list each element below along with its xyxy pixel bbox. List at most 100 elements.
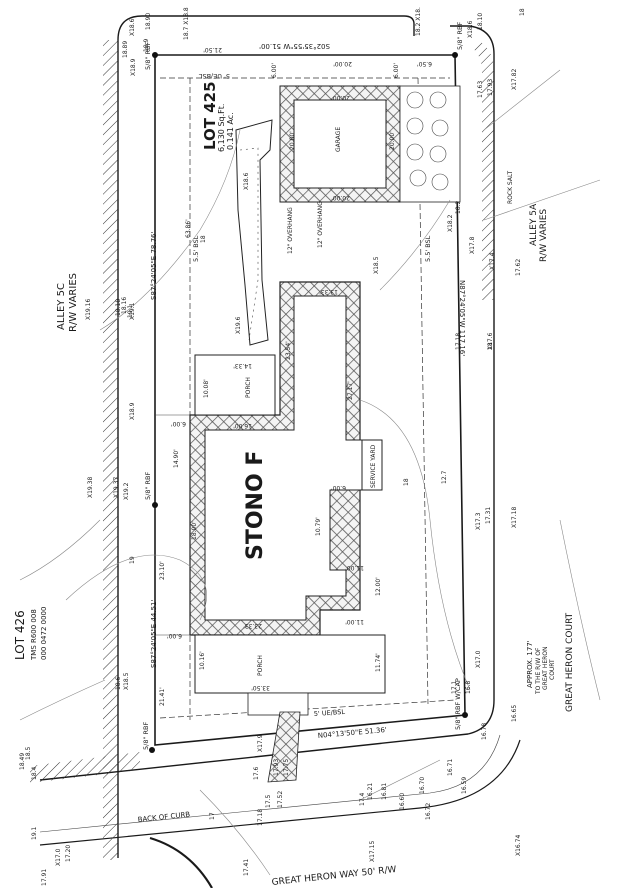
svg-text:X19.1: X19.1 — [129, 302, 136, 320]
svg-text:X19.37: X19.37 — [113, 477, 120, 498]
pin-bl — [149, 747, 155, 753]
svg-text:18: 18 — [487, 342, 494, 350]
svg-text:19.1: 19.1 — [127, 304, 134, 318]
dim: 11.00' — [345, 564, 364, 571]
svg-text:17.31: 17.31 — [485, 507, 492, 524]
svg-text:16.21: 16.21 — [367, 783, 374, 800]
svg-text:X17.4: X17.4 — [489, 252, 496, 270]
svg-text:18.10: 18.10 — [477, 13, 484, 30]
svg-text:16.59: 16.59 — [461, 777, 468, 794]
svg-text:17.62: 17.62 — [515, 259, 522, 276]
bearing-left: S87°24'05"E 78.76' — [150, 232, 158, 300]
dim: 20.00' — [289, 131, 296, 150]
pin-br-label: 5/8" RBF W/CAP — [454, 678, 462, 730]
pin-tl — [152, 52, 158, 58]
svg-text:16.65: 16.65 — [511, 705, 518, 722]
lot-425-title: LOT 425 — [201, 81, 219, 150]
svg-text:16.71: 16.71 — [447, 759, 454, 776]
svg-text:18.90: 18.90 — [145, 13, 152, 30]
svg-text:17.6: 17.6 — [253, 766, 260, 780]
dim: 13.33' — [319, 288, 338, 295]
entry-walk — [267, 711, 301, 783]
svg-text:17.18: 17.18 — [257, 809, 264, 826]
svg-text:X19.6: X19.6 — [235, 316, 242, 334]
setback-right: 5.5' BSL — [424, 235, 432, 262]
svg-text:19: 19 — [129, 556, 136, 564]
svg-text:18.2 X18.: 18.2 X18. — [415, 7, 422, 36]
lot-425-ac: 0.141 Ac. — [226, 112, 235, 150]
lot-425-sqft: 6,130 Sq.Ft. — [217, 104, 226, 152]
svg-text:X16.74: X16.74 — [515, 835, 522, 856]
svg-text:X18.6: X18.6 — [129, 18, 136, 36]
svg-text:18.7 X18.8: 18.7 X18.8 — [183, 7, 190, 40]
svg-text:X18.9: X18.9 — [129, 402, 136, 420]
dim: 21.50' — [203, 46, 222, 53]
svg-text:17.20: 17.20 — [65, 845, 72, 862]
alley-5a-rw: R/W VARIES — [539, 209, 549, 262]
svg-text:18.2: 18.2 — [455, 200, 462, 214]
svg-text:17.93: 17.93 — [273, 759, 280, 776]
svg-text:17: 17 — [209, 812, 216, 820]
svg-text:X17.9: X17.9 — [257, 734, 264, 752]
svg-text:17.4: 17.4 — [359, 792, 366, 806]
driveway-pavers — [399, 85, 461, 203]
lot-426-title: LOT 426 — [13, 610, 27, 660]
dim: 6.00' — [171, 420, 186, 427]
svg-text:17.41: 17.41 — [243, 859, 250, 876]
pin-ml-label: 5/8" RBF — [144, 472, 152, 500]
dim: 6.50' — [417, 60, 432, 67]
svg-text:18.16: 18.16 — [121, 297, 128, 314]
dim: 18.00' — [191, 521, 198, 540]
dim: 23.54' — [285, 341, 292, 360]
svg-text:X17.82: X17.82 — [511, 69, 518, 90]
curb-hatch — [30, 752, 140, 783]
pin-tl-label: 5/8" RBF — [144, 42, 152, 70]
svg-text:18.9: 18.9 — [143, 38, 150, 52]
svg-text:16.60: 16.60 — [399, 793, 406, 810]
svg-text:16.81: 16.81 — [381, 783, 388, 800]
setback-top: 5' UE/BSL — [198, 72, 230, 80]
service-yard-label: SERVICE YARD — [370, 444, 377, 488]
dim: 10.08' — [203, 379, 210, 398]
svg-text:X17.8: X17.8 — [469, 236, 476, 254]
setback-left: 5.5' BSL — [192, 235, 200, 262]
right-of-way-lines — [30, 15, 521, 860]
dim: 20.00' — [331, 194, 350, 201]
svg-text:X17.15: X17.15 — [369, 841, 376, 862]
setback-bottom: 5' UE/BSL — [314, 708, 346, 718]
svg-text:X19.16: X19.16 — [85, 299, 92, 320]
elevation-labels: X18.6 18.90 X18.9 18.89 18.9 18.7 X18.8 … — [19, 7, 526, 886]
svg-text:X17.3: X17.3 — [475, 512, 482, 530]
dim: 27.17' — [347, 381, 354, 400]
dim: 23.10' — [159, 561, 166, 580]
svg-text:16.78: 16.78 — [481, 723, 488, 740]
svg-text:16.70: 16.70 — [419, 777, 426, 794]
svg-text:X18.5: X18.5 — [373, 256, 380, 274]
svg-text:X18.2: X18.2 — [447, 214, 454, 232]
svg-text:17.1: 17.1 — [451, 680, 458, 694]
bearing-right: N87°24'05"W 117.16' — [458, 280, 466, 356]
svg-text:19.1: 19.1 — [31, 826, 38, 840]
svg-text:18.5: 18.5 — [25, 746, 32, 760]
svg-text:18: 18 — [200, 235, 207, 243]
alley-5c-rw: R/W VARIES — [68, 273, 79, 332]
svg-text:X19.2: X19.2 — [123, 482, 130, 500]
alley-5c-hatch — [103, 40, 118, 860]
pin-bl-label: 5/8" RBF — [142, 722, 150, 750]
svg-text:X17.0: X17.0 — [55, 848, 62, 866]
dim: 23.33' — [243, 622, 262, 629]
svg-text:18.18: 18.18 — [115, 299, 122, 316]
house-model: STONO F — [243, 451, 268, 560]
svg-text:X17.0: X17.0 — [475, 650, 482, 668]
svg-text:17.5: 17.5 — [265, 794, 272, 808]
approx-note-3: GREAT HERON — [542, 646, 549, 690]
contour-lines — [19, 69, 601, 876]
svg-text:18.89: 18.89 — [122, 41, 129, 58]
svg-text:17.63: 17.63 — [477, 81, 484, 98]
dim: 20.00' — [331, 94, 350, 101]
labels: LOT 425 6,130 Sq.Ft. 0.141 Ac. LOT 426 T… — [13, 7, 575, 888]
great-heron-way-label: GREAT HERON WAY 50' R/W — [271, 865, 397, 888]
approx-note-1: APPROX. 177' — [526, 640, 534, 688]
svg-text:17.93: 17.93 — [487, 79, 494, 96]
